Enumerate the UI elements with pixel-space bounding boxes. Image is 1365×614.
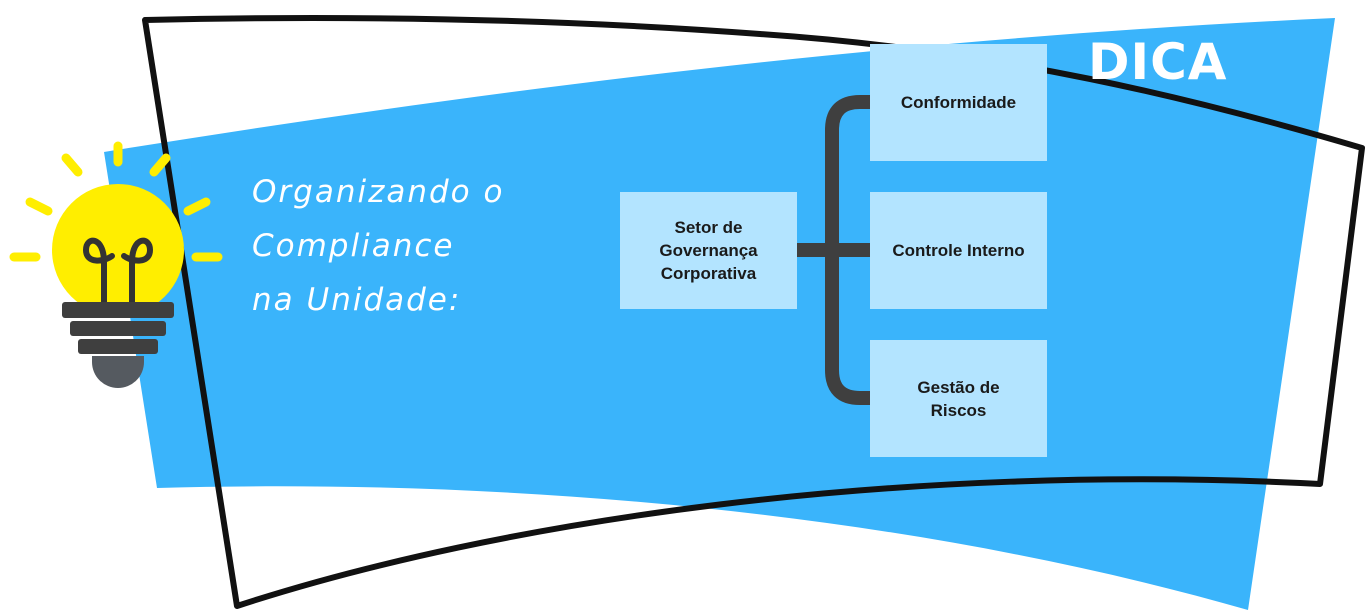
- lightbulb-icon: [9, 141, 223, 388]
- child-node-gestao-de-riscos: Gestão de Riscos: [870, 340, 1047, 457]
- root-node-label: Setor de Governança Corporativa: [659, 218, 758, 283]
- heading-line-2: Compliance: [252, 228, 455, 264]
- child-node-label: Gestão de Riscos: [917, 377, 1000, 420]
- frame-outline: [142, 14, 1365, 609]
- child-node-label: Controle Interno: [892, 241, 1025, 260]
- blue-banner: [104, 18, 1335, 610]
- heading-line-3: na Unidade:: [252, 282, 462, 318]
- child-node-controle-interno: Controle Interno: [870, 192, 1047, 309]
- tip-badge: DICA: [1088, 33, 1228, 91]
- connector-lines: [797, 95, 872, 405]
- heading-line-1: Organizando o: [252, 174, 505, 210]
- child-node-conformidade: Conformidade: [870, 44, 1047, 161]
- child-node-label: Conformidade: [900, 93, 1017, 112]
- root-node: Setor de Governança Corporativa: [620, 192, 797, 309]
